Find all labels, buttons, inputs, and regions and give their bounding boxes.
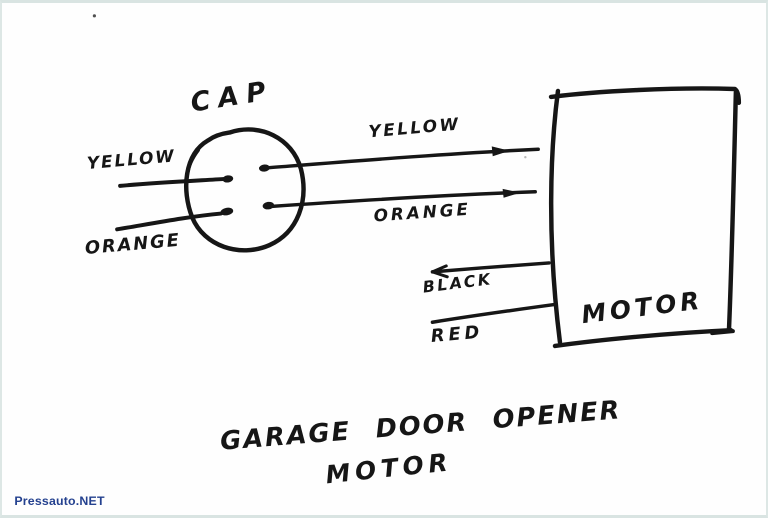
motor-box-top-edge	[548, 86, 742, 106]
wire-label-orange-left: ORANGE	[84, 230, 182, 259]
wire-orange-left	[115, 211, 223, 232]
motor-box-left-edge	[548, 88, 563, 345]
wire-red	[430, 302, 557, 324]
wire-label-yellow-left: YELLOW	[86, 145, 177, 173]
wire-yellow-arrowhead	[491, 146, 510, 157]
motor-box-bottom-edge	[552, 327, 734, 349]
motor-label: MOTOR	[580, 286, 705, 330]
cap-terminal-dot-left-bottom	[220, 207, 234, 216]
wire-orange-arrowhead	[502, 188, 521, 198]
caption-line-2: MOTOR	[324, 447, 454, 489]
watermark-pressauto: Pressauto.NET	[14, 494, 105, 508]
wiring-diagram-sketch: CAP YELLOW ORANGE YELLOW ORANGE BLACK RE…	[14, 14, 742, 508]
cap-label: CAP	[188, 75, 275, 119]
capacitor-circle	[184, 127, 306, 253]
wire-label-red: RED	[430, 322, 484, 347]
wire-yellow-left	[118, 176, 227, 188]
motor-box-right-edge	[726, 89, 739, 333]
wire-orange-to-motor	[266, 190, 537, 209]
caption-line-1: GARAGE DOOR OPENER	[219, 395, 622, 456]
capacitor-circle-start-stroke	[185, 148, 200, 177]
pen-speck-top-left	[92, 14, 96, 18]
motor-box-bottom-right-tick	[710, 329, 735, 336]
wire-label-orange-right: ORANGE	[373, 199, 471, 226]
wire-black-arrowhead	[430, 264, 449, 279]
wire-label-yellow-right: YELLOW	[368, 113, 461, 141]
pen-speck-mid	[524, 156, 527, 159]
wire-black	[430, 261, 551, 274]
